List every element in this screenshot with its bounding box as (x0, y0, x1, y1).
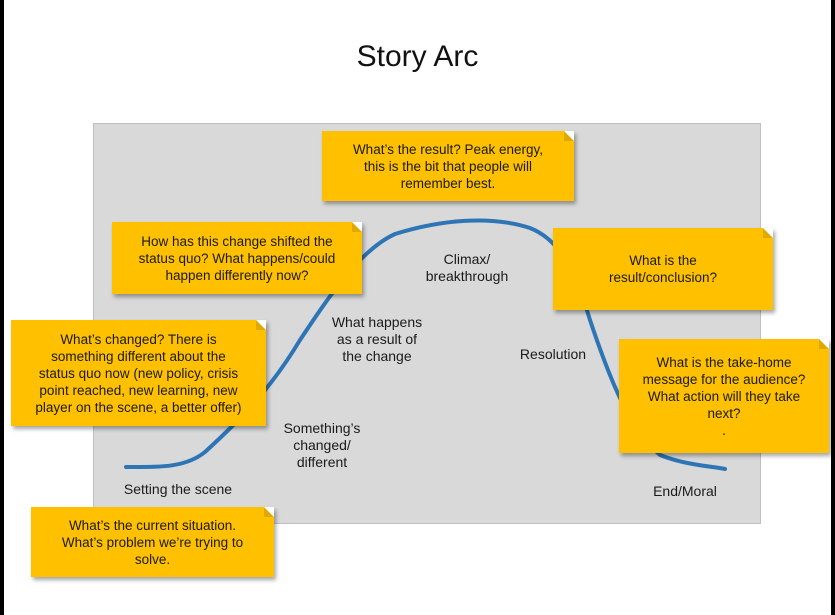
frame-right-border (831, 0, 835, 615)
label-climax: Climax/ breakthrough (425, 251, 509, 284)
label-resolution: Resolution (519, 346, 587, 362)
note-conclusion: What is the result/conclusion? (553, 228, 773, 310)
note-peak-result: What’s the result? Peak energy, this is … (322, 131, 574, 201)
note-whats-changed: What’s changed? There is something diffe… (11, 320, 266, 426)
label-what-happens: What happens as a result of the change (331, 314, 423, 364)
note-take-home: What is the take-home message for the au… (619, 339, 829, 453)
label-end-moral: End/Moral (653, 483, 717, 499)
note-current-situation: What’s the current situation. What’s pro… (31, 507, 274, 577)
frame-left-border (0, 0, 4, 615)
label-something-changed: Something’s changed/ different (283, 420, 361, 470)
label-setting-the-scene: Setting the scene (123, 481, 233, 497)
page-title: Story Arc (356, 40, 479, 73)
note-status-quo-shift: How has this change shifted the status q… (112, 222, 362, 294)
